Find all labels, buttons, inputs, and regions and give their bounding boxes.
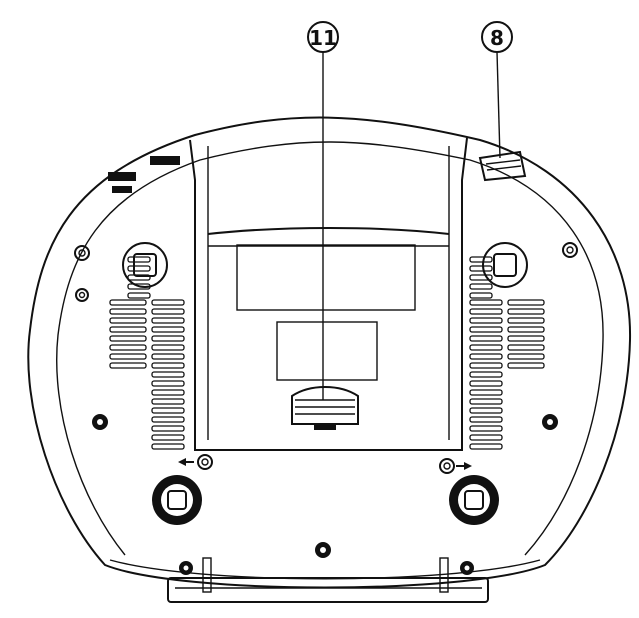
grille-slot xyxy=(507,308,545,315)
grille-slot xyxy=(109,344,147,351)
top-left-vents xyxy=(108,156,180,193)
grille-slot xyxy=(109,362,147,369)
grille-slot xyxy=(469,344,503,351)
latch-tab xyxy=(314,424,336,430)
label-plate-lower xyxy=(276,321,378,381)
center-panel xyxy=(189,137,468,451)
grille-slot xyxy=(469,283,493,290)
grille-slot xyxy=(469,292,493,299)
grille-slot xyxy=(507,326,545,333)
grille-slot xyxy=(151,317,185,324)
battery-compartment-latch[interactable] xyxy=(291,386,359,425)
grille-slot xyxy=(469,274,493,281)
grille-slot xyxy=(151,362,185,369)
grille-slot xyxy=(151,344,185,351)
grille-slot xyxy=(469,317,503,324)
grille-slot xyxy=(151,371,185,378)
callout-8: 8 xyxy=(481,21,513,159)
grille-slot xyxy=(151,434,185,441)
screw-top-right xyxy=(562,242,578,258)
grille-slot xyxy=(507,317,545,324)
grille-slot xyxy=(109,317,147,324)
right-handle-post xyxy=(439,557,449,593)
screw-foot-right xyxy=(439,458,455,474)
grille-slot xyxy=(109,353,147,360)
base-bar xyxy=(167,577,489,603)
callout-8-number: 8 xyxy=(490,26,504,50)
grille-slot xyxy=(127,256,151,263)
screw-left-mid xyxy=(75,288,89,302)
grille-slot xyxy=(469,256,493,263)
label-plate-upper xyxy=(236,244,416,311)
grille-slot xyxy=(151,443,185,450)
outer-body-outline xyxy=(27,116,632,589)
grille-slot xyxy=(151,308,185,315)
grille-slot xyxy=(127,292,151,299)
grille-slot xyxy=(507,299,545,306)
right-lower-foot xyxy=(449,475,499,525)
screw-foot-left xyxy=(197,454,213,470)
grille-slot xyxy=(469,326,503,333)
grille-slot xyxy=(151,299,185,306)
inner-body-outline xyxy=(56,141,604,556)
screw-left-lower xyxy=(92,414,108,430)
grille-slot xyxy=(507,344,545,351)
handle-recess xyxy=(207,227,450,235)
grille-slot xyxy=(109,335,147,342)
callout-11-number: 11 xyxy=(309,26,337,50)
grille-slot xyxy=(469,380,503,387)
grille-slot xyxy=(469,416,503,423)
grille-slot xyxy=(127,265,151,272)
grille-slot xyxy=(469,425,503,432)
grille-slot xyxy=(469,362,503,369)
right-upper-foot xyxy=(482,242,528,288)
grille-slot xyxy=(507,362,545,369)
grille-slot xyxy=(469,389,503,396)
grille-slot xyxy=(151,425,185,432)
base-rim xyxy=(109,559,541,580)
grille-slot xyxy=(151,416,185,423)
grille-slot xyxy=(469,335,503,342)
arrow-markers xyxy=(178,458,472,470)
screws xyxy=(74,242,578,575)
left-speaker-grille xyxy=(109,256,185,450)
grille-slot xyxy=(109,326,147,333)
grille-slot xyxy=(109,308,147,315)
grille-slot xyxy=(469,434,503,441)
grille-slot xyxy=(151,326,185,333)
screw-bottom-right xyxy=(460,561,474,575)
screw-right-lower xyxy=(542,414,558,430)
grille-slot xyxy=(151,380,185,387)
grille-slot xyxy=(469,353,503,360)
right-speaker-grille xyxy=(469,256,545,450)
grille-slot xyxy=(151,389,185,396)
screw-top-left xyxy=(74,245,90,261)
grille-slot xyxy=(109,299,147,306)
grille-slot xyxy=(151,398,185,405)
grille-slot xyxy=(507,353,545,360)
top-edge-slot[interactable] xyxy=(478,150,527,182)
grille-slot xyxy=(469,371,503,378)
screw-bottom-center xyxy=(315,542,331,558)
grille-slot xyxy=(469,443,503,450)
screw-bottom-left xyxy=(179,561,193,575)
grille-slot xyxy=(151,353,185,360)
callout-8-leader-line xyxy=(496,51,501,159)
grille-slot xyxy=(469,265,493,272)
grille-slot xyxy=(469,398,503,405)
left-lower-foot xyxy=(152,475,202,525)
left-upper-foot xyxy=(122,242,168,288)
grille-slot xyxy=(469,299,503,306)
grille-slot xyxy=(151,335,185,342)
grille-slot xyxy=(507,335,545,342)
grille-slot xyxy=(151,407,185,414)
grille-slot xyxy=(469,308,503,315)
left-handle-post xyxy=(202,557,212,593)
grille-slot xyxy=(469,407,503,414)
callout-11: 11 xyxy=(307,21,339,400)
